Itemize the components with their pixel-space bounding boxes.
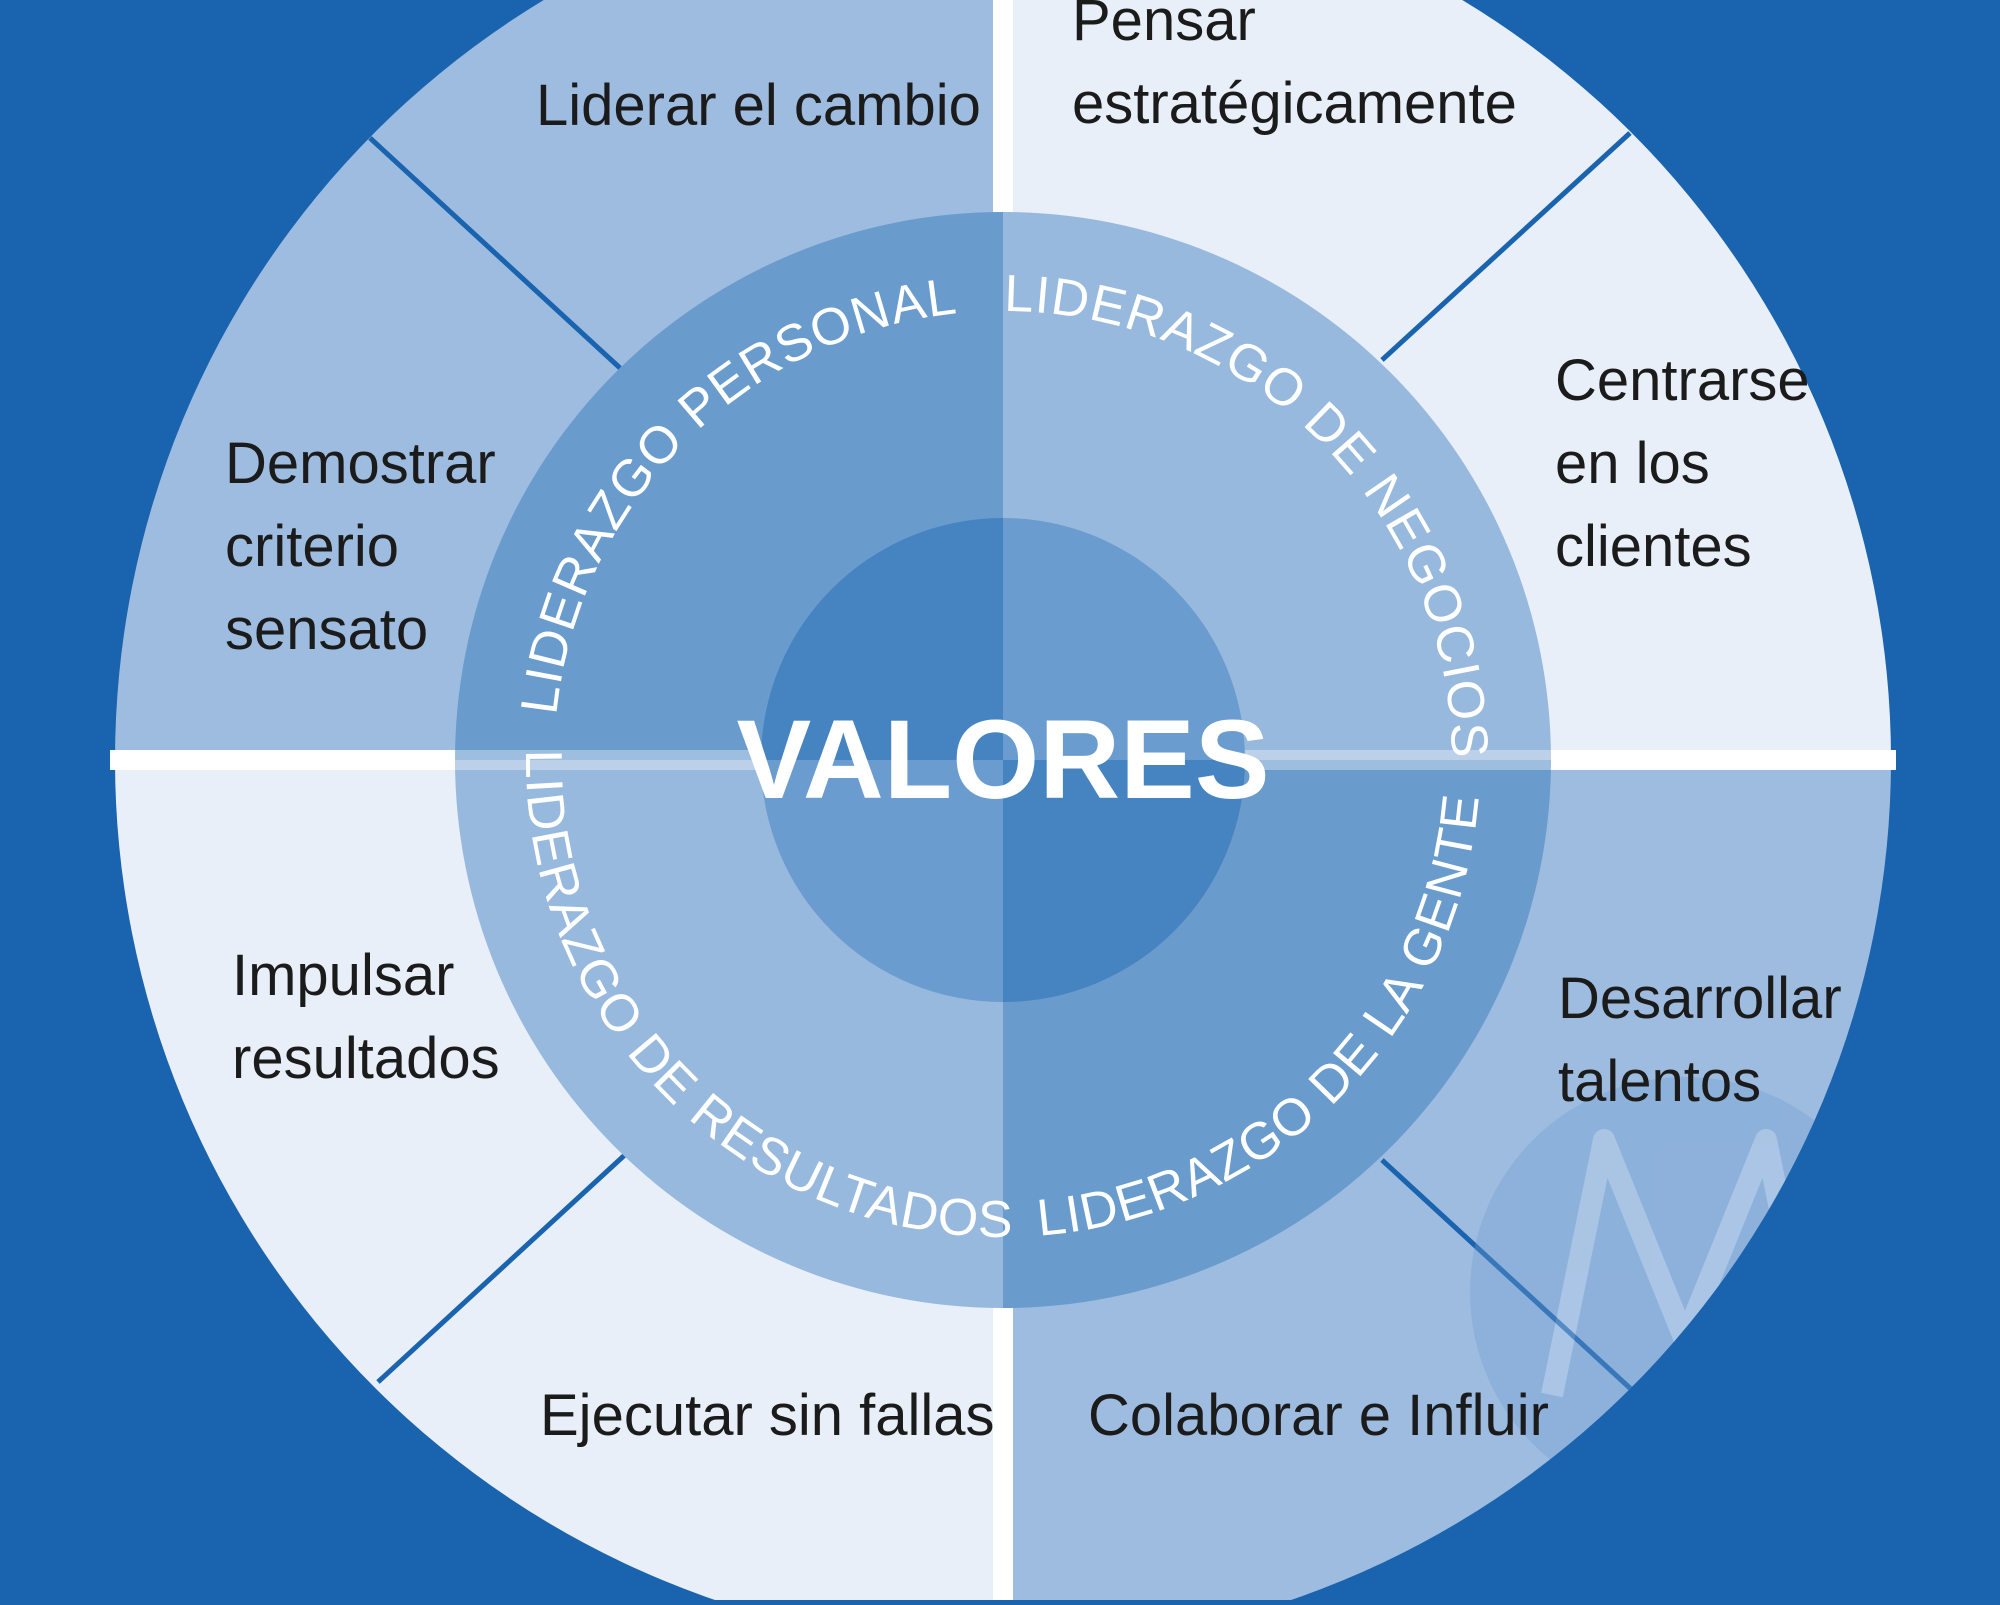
skill-impulsar-resultados: Impulsar resultados xyxy=(232,943,500,1091)
skill-line: Pensar xyxy=(1072,0,1256,53)
skill-line: Desarrollar xyxy=(1558,966,1842,1031)
core-quarter-top-left xyxy=(761,518,1003,760)
separator-line-top-right xyxy=(1380,131,1632,362)
skill-ejecutar-sin-fallas: Ejecutar sin fallas xyxy=(540,1383,995,1448)
skill-liderar-el-cambio: Liderar el cambio xyxy=(536,73,981,138)
skill-line: Demostrar xyxy=(225,431,496,496)
skill-desarrollar-talentos: Desarrollar talentos xyxy=(1558,966,1858,1114)
skill-line: Centrarse xyxy=(1555,348,1810,413)
skill-line: talentos xyxy=(1558,1049,1761,1114)
skill-line: estratégicamente xyxy=(1072,71,1517,136)
center-title: VALORES xyxy=(736,697,1269,822)
skill-line: criterio xyxy=(225,514,399,579)
skill-line: sensato xyxy=(225,597,428,662)
separator-line-bottom-right xyxy=(1380,1158,1634,1392)
skill-line: Colaborar e Influir xyxy=(1088,1383,1549,1448)
skill-colaborar-e-influir: Colaborar e Influir xyxy=(1088,1383,1549,1448)
skill-demostrar-criterio-sensato: Demostrar criterio sensato xyxy=(225,431,512,662)
skill-pensar-estrategicamente: Pensar estratégicamente xyxy=(1072,0,1517,136)
skill-centrarse-en-los-clientes: Centrarse en los clientes xyxy=(1555,348,1826,579)
skill-line: resultados xyxy=(232,1026,500,1091)
separator-line-bottom-left xyxy=(376,1150,630,1384)
center-core: VALORES xyxy=(736,518,1270,1002)
skill-line: Ejecutar sin fallas xyxy=(540,1383,995,1448)
skill-line: Impulsar xyxy=(232,943,454,1008)
skill-line: en los xyxy=(1555,431,1710,496)
separator-line-top-left xyxy=(368,136,622,370)
core-quarter-top-right xyxy=(1003,518,1245,760)
core-quarter-bottom-right xyxy=(1003,760,1245,1002)
skill-line: Liderar el cambio xyxy=(536,73,981,138)
skill-line: clientes xyxy=(1555,514,1752,579)
core-quarter-bottom-left xyxy=(761,760,1003,1002)
